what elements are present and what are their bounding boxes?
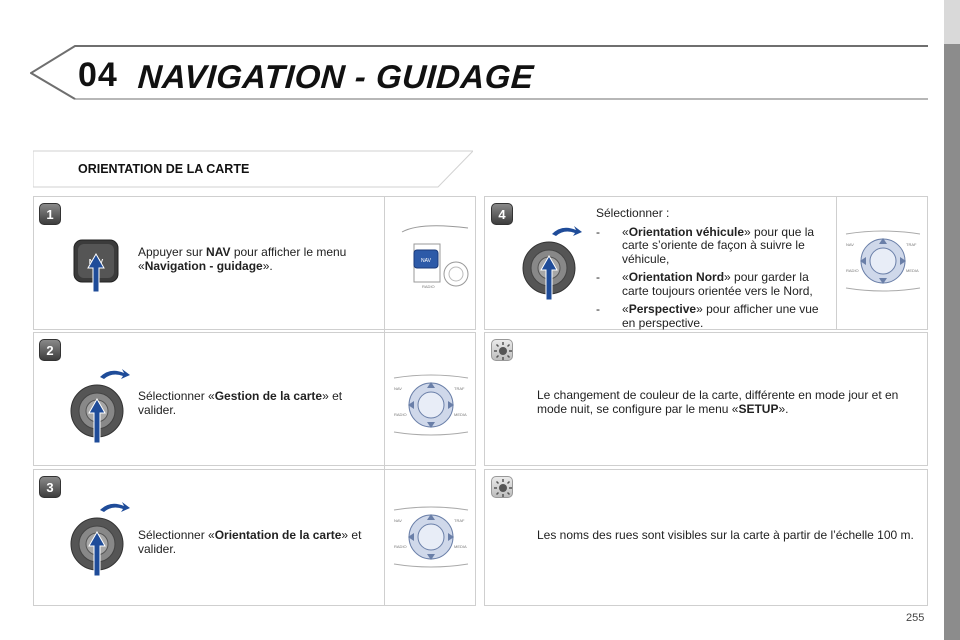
console-knob-illustration-4: NAV TRAF RADIO MEDIA — [845, 230, 921, 292]
svg-text:RADIO: RADIO — [422, 284, 435, 289]
tip-2-text: Les noms des rues sont visibles sur la c… — [537, 528, 914, 542]
svg-text:NAV: NAV — [421, 258, 432, 264]
svg-text:TRAF: TRAF — [454, 518, 465, 523]
tip-1-text: Le changement de couleur de la carte, di… — [537, 388, 899, 416]
step-badge-4: 4 — [491, 203, 513, 225]
step-2-text: Sélectionner «Gestion de la carte» et va… — [138, 389, 343, 417]
sidebar-tab — [944, 44, 960, 640]
tip-panel-2 — [484, 469, 928, 606]
option-vehicle-orientation: - «Orientation véhicule» pour que la car… — [596, 224, 815, 266]
console-knob-illustration-2: NAV TRAF RADIO MEDIA — [393, 374, 469, 436]
step-badge-2: 2 — [39, 339, 61, 361]
chapter-title: NAVIGATION - GUIDAGE — [136, 58, 535, 95]
console-nav-illustration: NAV RADIO — [401, 225, 469, 289]
step-3-text: Sélectionner «Orientation de la carte» e… — [138, 528, 362, 556]
tip-badge-2 — [491, 476, 513, 498]
section-banner — [33, 150, 473, 188]
step-badge-1: 1 — [39, 203, 61, 225]
svg-text:TRAF: TRAF — [906, 242, 917, 247]
svg-text:MEDIA: MEDIA — [454, 544, 467, 549]
header-frame — [30, 45, 928, 100]
panel-divider-right — [836, 196, 837, 330]
nav-button-illustration: NAV — [73, 239, 119, 293]
sidebar-top — [944, 0, 960, 44]
chapter-number: 04 — [78, 56, 118, 94]
option-perspective: - «Perspective» pour afficher une vue en… — [596, 302, 819, 330]
step-badge-3: 3 — [39, 476, 61, 498]
svg-text:MEDIA: MEDIA — [906, 268, 919, 273]
step-4-text: Sélectionner : - «Orientation véhicule» … — [596, 206, 832, 330]
option-north-orientation: - «Orientation Nord» pour garder la cart… — [596, 270, 813, 298]
svg-text:RADIO: RADIO — [394, 412, 407, 417]
section-title: ORIENTATION DE LA CARTE — [78, 162, 250, 176]
page-number: 255 — [906, 612, 925, 624]
svg-text:NAV: NAV — [846, 242, 854, 247]
knob-illustration-2 — [70, 369, 130, 444]
svg-text:TRAF: TRAF — [454, 386, 465, 391]
svg-text:RADIO: RADIO — [394, 544, 407, 549]
panel-divider — [384, 196, 385, 606]
lightbulb-icon — [494, 479, 512, 497]
tip-badge-1 — [491, 339, 513, 361]
tip-panel-1 — [484, 332, 928, 466]
step-4-intro: Sélectionner : — [596, 206, 670, 220]
lightbulb-icon — [494, 342, 512, 360]
step-1-text: Appuyer sur NAV pour afficher le menu «N… — [138, 245, 347, 273]
knob-illustration-3 — [70, 502, 130, 577]
svg-text:RADIO: RADIO — [846, 268, 859, 273]
knob-illustration-4 — [522, 226, 582, 301]
svg-text:MEDIA: MEDIA — [454, 412, 467, 417]
console-knob-illustration-3: NAV TRAF RADIO MEDIA — [393, 506, 469, 568]
svg-text:NAV: NAV — [394, 518, 402, 523]
svg-text:NAV: NAV — [394, 386, 402, 391]
